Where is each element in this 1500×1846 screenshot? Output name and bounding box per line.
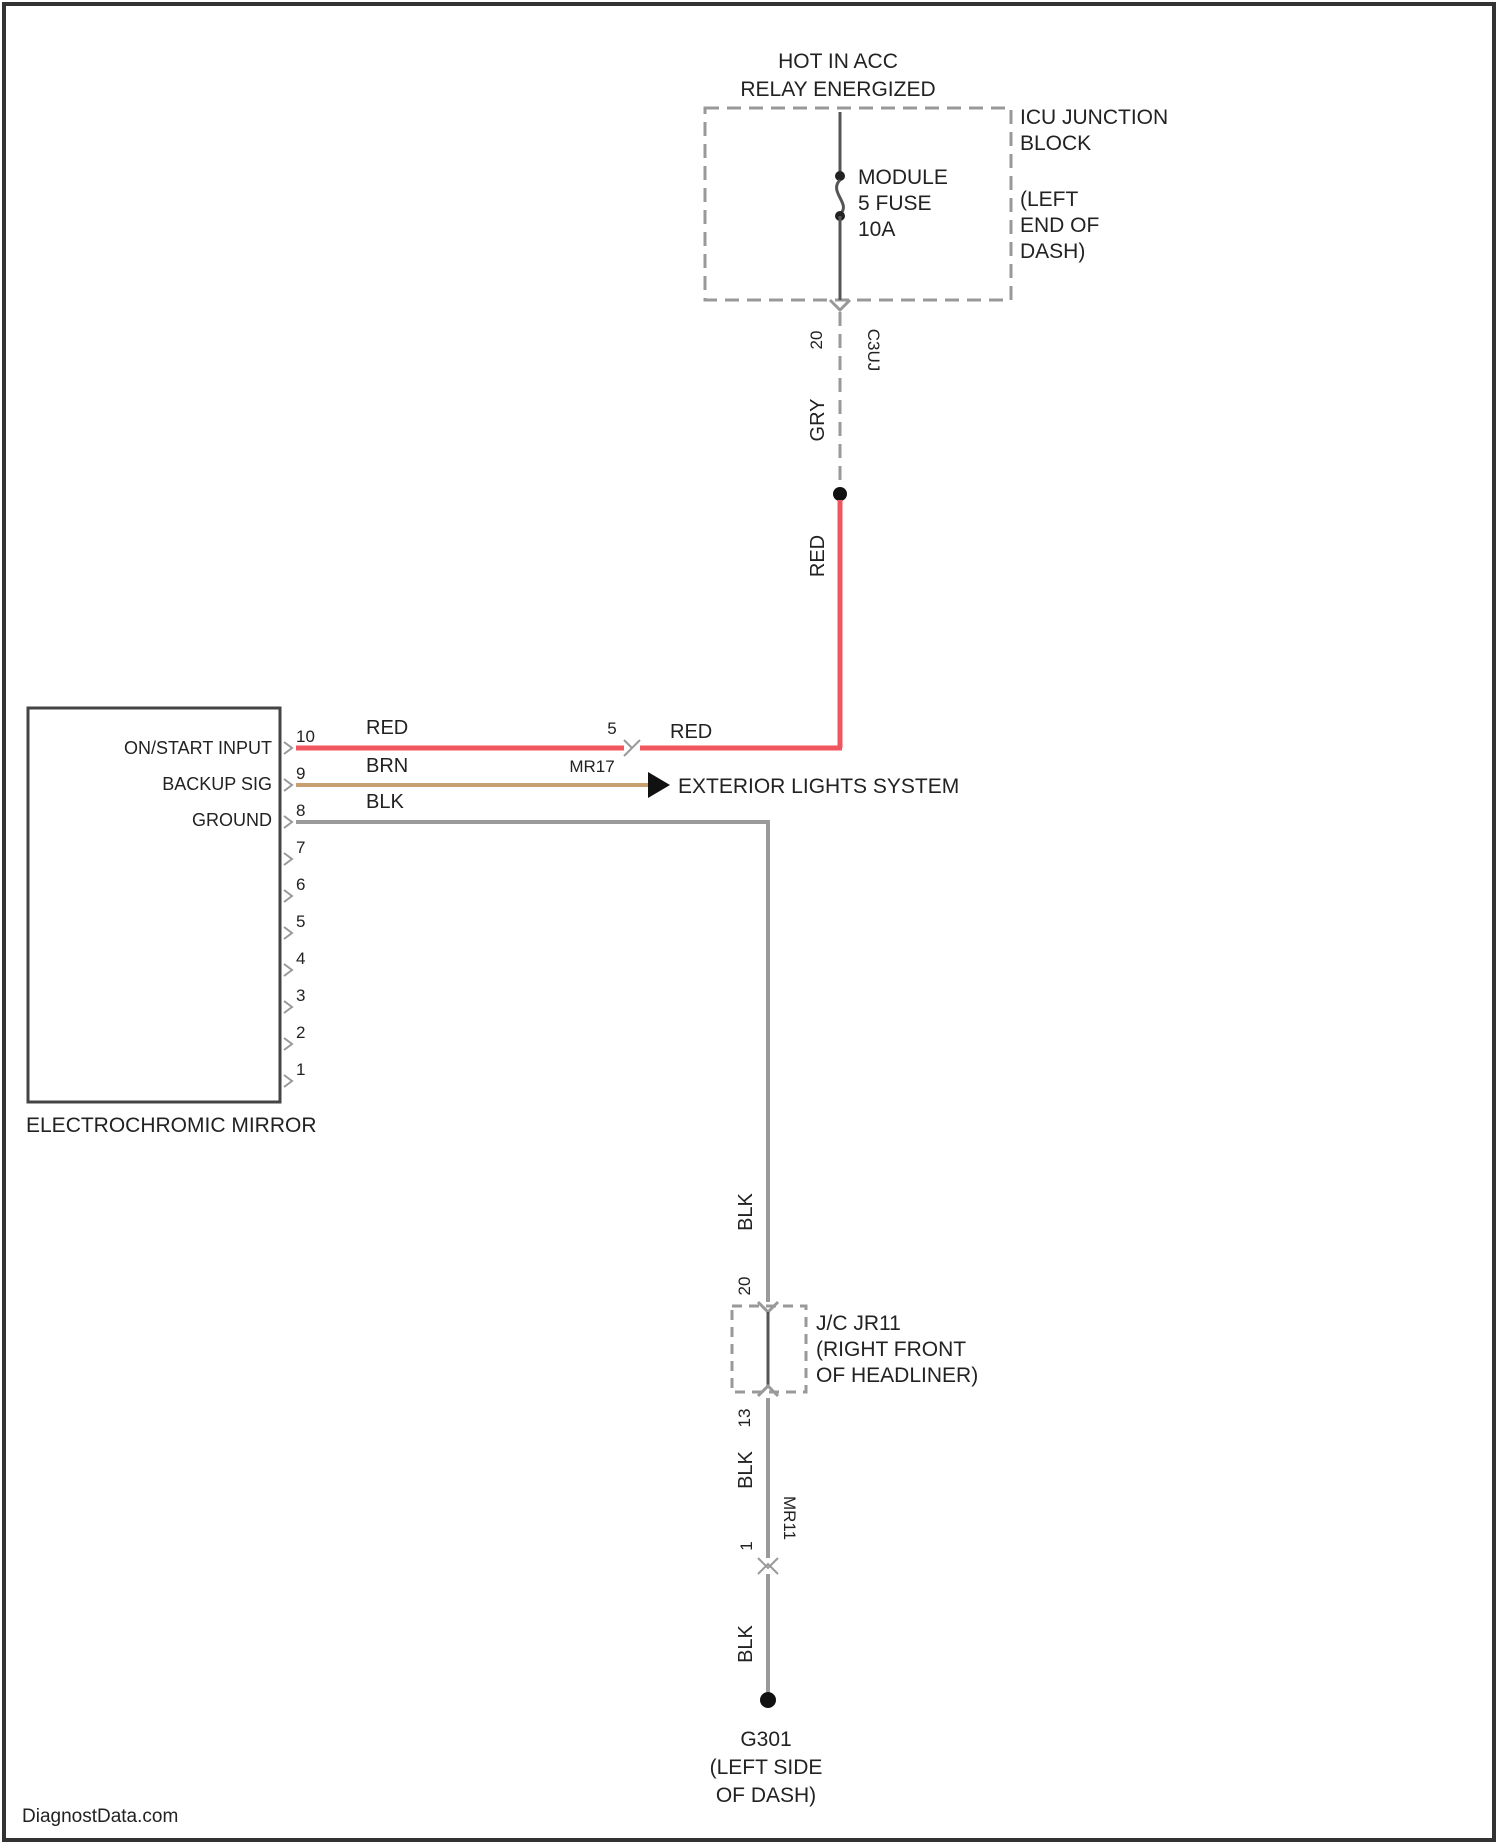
ground-location-line1: (LEFT SIDE [710, 1756, 823, 1779]
gry-wire-label: GRY [807, 399, 829, 442]
junction-block-location-line3: DASH) [1020, 240, 1085, 263]
blk-vertical-label-1: BLK [735, 1192, 757, 1230]
lower-connector-pin: 1 [737, 1541, 756, 1550]
mirror-pin-connector [284, 964, 292, 976]
splice-point [833, 487, 847, 501]
mirror-pin-number: 4 [296, 949, 305, 968]
brn-wire-label: BRN [366, 755, 408, 777]
mirror-pin-number: 6 [296, 875, 305, 894]
inline-connector-pin: 5 [607, 719, 616, 738]
fuse-block: HOT IN ACC RELAY ENERGIZED ICU JUNCTION … [705, 50, 1168, 300]
joint-connector-top-pin: 20 [735, 1277, 754, 1296]
mirror-pin-number: 1 [296, 1060, 305, 1079]
lower-connector-name: MR11 [780, 1496, 799, 1540]
mirror-pin-connector [284, 1038, 292, 1050]
mirror-pin-number: 8 [296, 801, 305, 820]
ground-location-line2: OF DASH) [716, 1784, 816, 1807]
fuse-block-header-line2: RELAY ENERGIZED [740, 78, 935, 101]
mirror-pin-number: 7 [296, 838, 305, 857]
mirror-pin-connector [284, 1075, 292, 1087]
blk-ground-wire [296, 822, 768, 1302]
inline-connector-name: MR17 [569, 757, 614, 776]
joint-connector-name: J/C JR11 [816, 1312, 901, 1335]
fuse-symbol [837, 180, 844, 214]
inline-connector-symbol [624, 740, 640, 756]
fuse-terminal-top [835, 171, 845, 181]
exterior-lights-label: EXTERIOR LIGHTS SYSTEM [678, 775, 959, 798]
mirror-connector-pins: 10 9 8 7 6 5 4 3 2 1 [284, 727, 315, 1087]
red-top-label: RED [366, 717, 408, 739]
junction-block-name-line1: ICU JUNCTION [1020, 106, 1168, 129]
fuse-rating: 10A [858, 218, 895, 241]
fuse-name-line1: MODULE [858, 166, 948, 189]
electrochromic-mirror: ON/START INPUT BACKUP SIG GROUND ELECTRO… [26, 708, 317, 1137]
mirror-pin-label-on-start: ON/START INPUT [124, 738, 272, 758]
mirror-pin-connector [284, 779, 292, 791]
red-right-label: RED [670, 721, 712, 743]
junction-block-location-line1: (LEFT [1020, 188, 1079, 211]
fuse-name-line2: 5 FUSE [858, 192, 932, 215]
fuse-out-pin: 20 [807, 331, 826, 350]
ground-point [760, 1692, 776, 1708]
mirror-pin-connector [284, 890, 292, 902]
mirror-pin-connector [284, 816, 292, 828]
mirror-pin-label-backup: BACKUP SIG [162, 774, 272, 794]
junction-block-location-line2: END OF [1020, 214, 1099, 237]
ground-name: G301 [740, 1728, 791, 1751]
mirror-body [28, 708, 280, 1102]
joint-connector-location-line2: OF HEADLINER) [816, 1364, 978, 1387]
fuse-block-header-line1: HOT IN ACC [778, 50, 898, 73]
page-frame [4, 4, 1494, 1840]
mirror-pin-label-ground: GROUND [192, 810, 272, 830]
joint-connector-bottom-pin: 13 [735, 1409, 754, 1428]
mirror-pin-connector [284, 1001, 292, 1013]
joint-connector-symbol-bottom [758, 1386, 778, 1396]
arrow-icon [648, 772, 670, 798]
junction-block-name-line2: BLOCK [1020, 132, 1091, 155]
mirror-pin-number: 2 [296, 1023, 305, 1042]
fuse-block-connector: 20 C3UJ [807, 300, 883, 371]
joint-connector-location-line1: (RIGHT FRONT [816, 1338, 966, 1361]
mirror-pin-number: 10 [296, 727, 315, 746]
lower-connector-symbol [758, 1558, 778, 1574]
watermark: DiagnostData.com [22, 1806, 178, 1827]
mirror-pin-connector [284, 927, 292, 939]
red-vertical-label: RED [807, 535, 829, 577]
blk-vertical-label-3: BLK [735, 1624, 757, 1662]
mirror-pin-connector [284, 742, 292, 754]
mirror-pin-number: 3 [296, 986, 305, 1005]
blk-top-label: BLK [366, 791, 404, 813]
mirror-pin-number: 9 [296, 764, 305, 783]
mirror-pin-connector [284, 853, 292, 865]
mirror-pin-number: 5 [296, 912, 305, 931]
blk-vertical-label-2: BLK [735, 1450, 757, 1488]
mirror-name: ELECTROCHROMIC MIRROR [26, 1114, 317, 1137]
fuse-connector-name: C3UJ [864, 329, 883, 372]
